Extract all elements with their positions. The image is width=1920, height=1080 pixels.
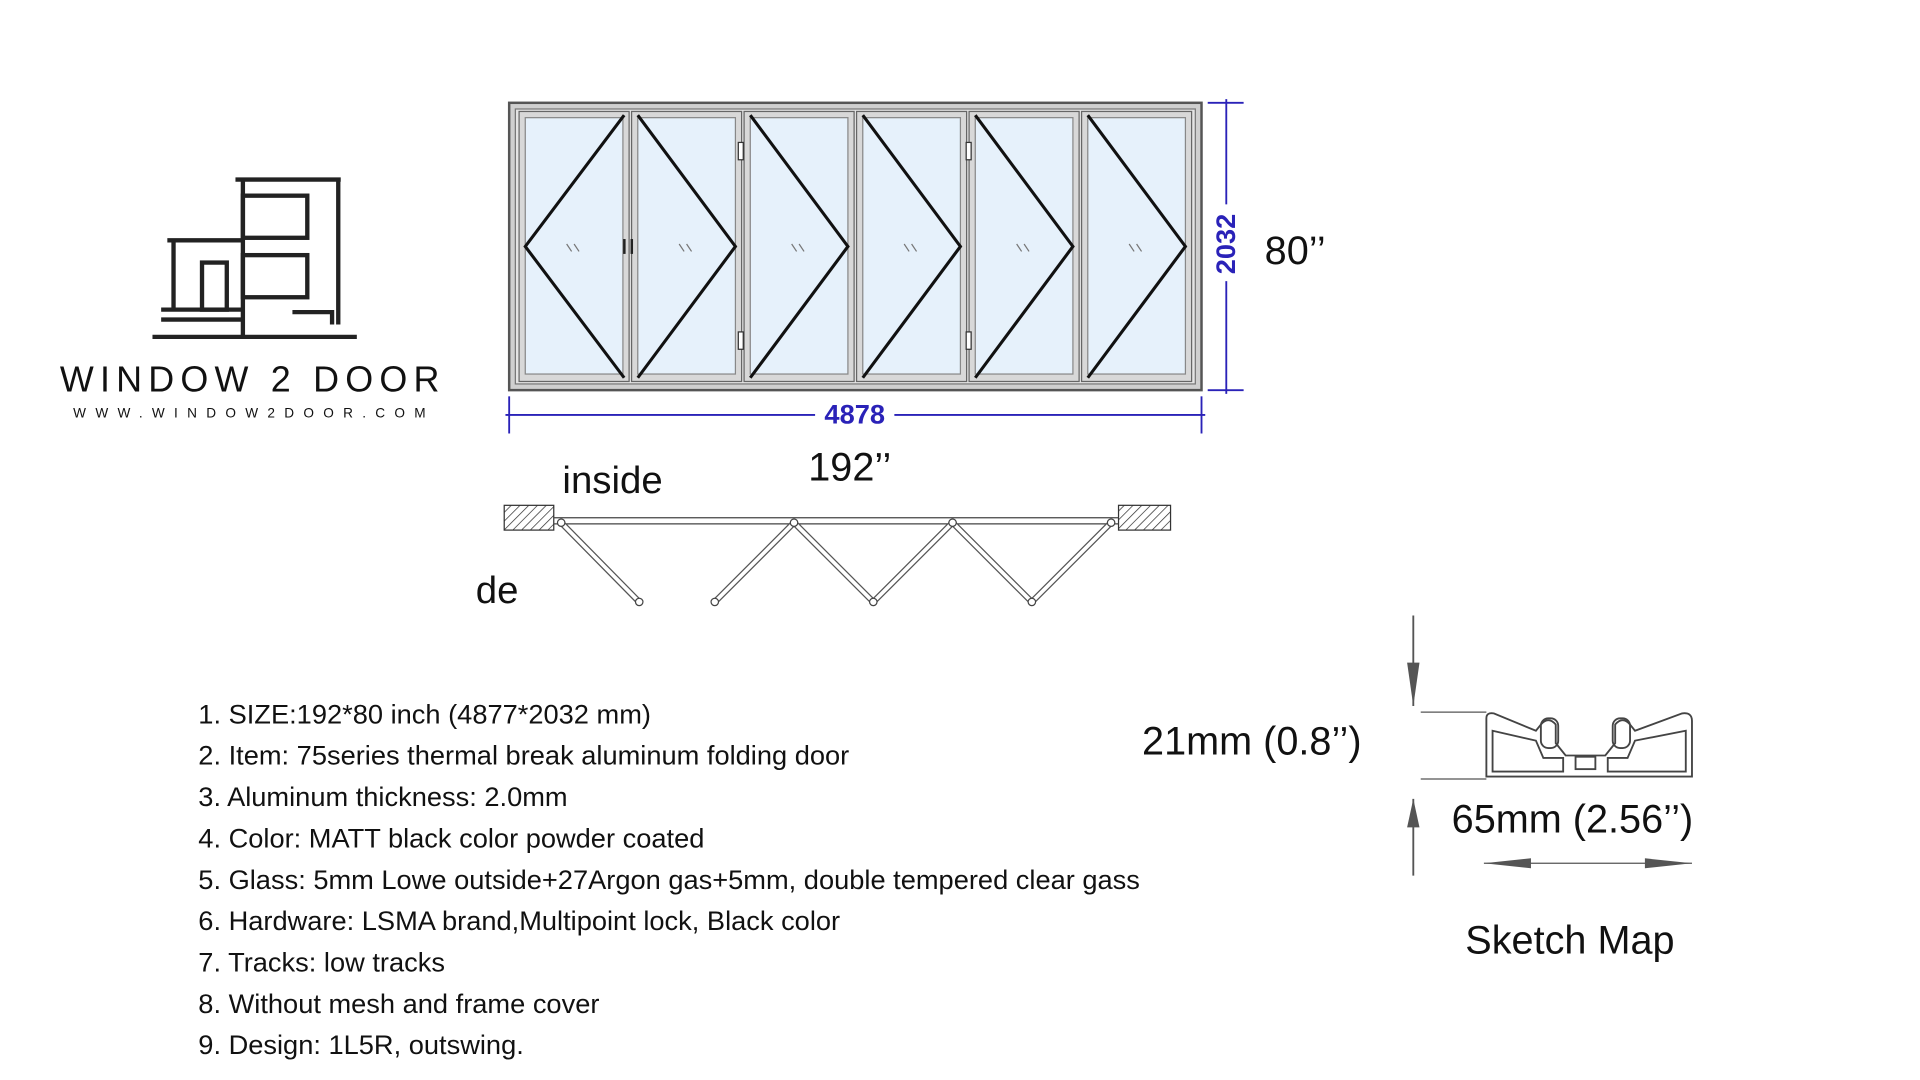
door-panel <box>968 110 1080 383</box>
spec-item: 3. Aluminum thickness: 2.0mm <box>198 781 567 812</box>
spec-item: 1. SIZE:192*80 inch (4877*2032 mm) <box>198 698 651 729</box>
arrow-up-icon <box>1407 798 1420 828</box>
swing-indicator <box>523 114 626 379</box>
door-panel <box>630 110 743 383</box>
sketch-map-title: Sketch Map <box>1465 919 1674 963</box>
arrow-left-icon <box>1483 858 1531 869</box>
width-mm-label: 4878 <box>824 399 885 430</box>
logo-name: WINDOW 2 DOOR <box>60 358 446 399</box>
glass-pane <box>974 117 1074 375</box>
hinge-icon <box>965 331 972 350</box>
spec-item: 4. Color: MATT black color powder coated <box>198 822 704 853</box>
door-panel <box>855 110 968 383</box>
hinge-icon <box>965 141 972 161</box>
spec-item: 7. Tracks: low tracks <box>198 947 445 978</box>
spec-item: 8. Without mesh and frame cover <box>198 988 599 1019</box>
spec-list: 1. SIZE:192*80 inch (4877*2032 mm) 2. Ite… <box>198 698 1140 1060</box>
door-panel <box>1080 110 1193 383</box>
swing-indicator <box>1086 114 1188 379</box>
glass-pane <box>862 117 962 375</box>
height-mm-label: 2032 <box>1210 214 1241 275</box>
spec-item: 9. Design: 1L5R, outswing. <box>198 1029 523 1060</box>
glass-pane <box>749 117 849 375</box>
swing-indicator <box>749 114 850 379</box>
hinge-icon <box>737 331 744 350</box>
spec-item: 6. Hardware: LSMA brand,Multipoint lock,… <box>198 905 840 936</box>
logo: WINDOW 2 DOOR WWW.WINDOW2DOOR.COM <box>60 177 446 420</box>
glass-pane <box>637 117 737 375</box>
width-inch-label: 192’’ <box>808 446 891 490</box>
height-inch-label: 80’’ <box>1265 229 1326 273</box>
outside-label: de <box>476 569 519 612</box>
plan-view <box>503 504 1172 607</box>
arrow-down-icon <box>1407 662 1420 706</box>
hinge-icon <box>737 141 744 161</box>
glass-pane <box>524 117 624 375</box>
swing-indicator <box>974 114 1075 379</box>
swing-indicator <box>861 114 963 379</box>
door-panel <box>518 110 630 383</box>
door-panel <box>743 110 855 383</box>
swing-indicator <box>636 114 738 379</box>
logo-url: WWW.WINDOW2DOOR.COM <box>73 405 435 420</box>
handle-icon <box>623 239 634 254</box>
profile-sketch: 21mm (0.8’’) 65mm (2.56’’) Sketch Map <box>1142 615 1694 963</box>
glass-pane <box>1087 117 1187 375</box>
spec-item: 5. Glass: 5mm Lowe outside+27Argon gas+5… <box>198 864 1140 895</box>
arrow-right-icon <box>1644 858 1692 869</box>
building-icon <box>152 177 357 340</box>
inside-label: inside <box>562 459 662 502</box>
profile-width-label: 65mm (2.56’’) <box>1452 797 1694 841</box>
profile-height-label: 21mm (0.8’’) <box>1142 719 1361 763</box>
spec-item: 2. Item: 75series thermal break aluminum… <box>198 740 849 771</box>
door-elevation <box>507 101 1203 392</box>
